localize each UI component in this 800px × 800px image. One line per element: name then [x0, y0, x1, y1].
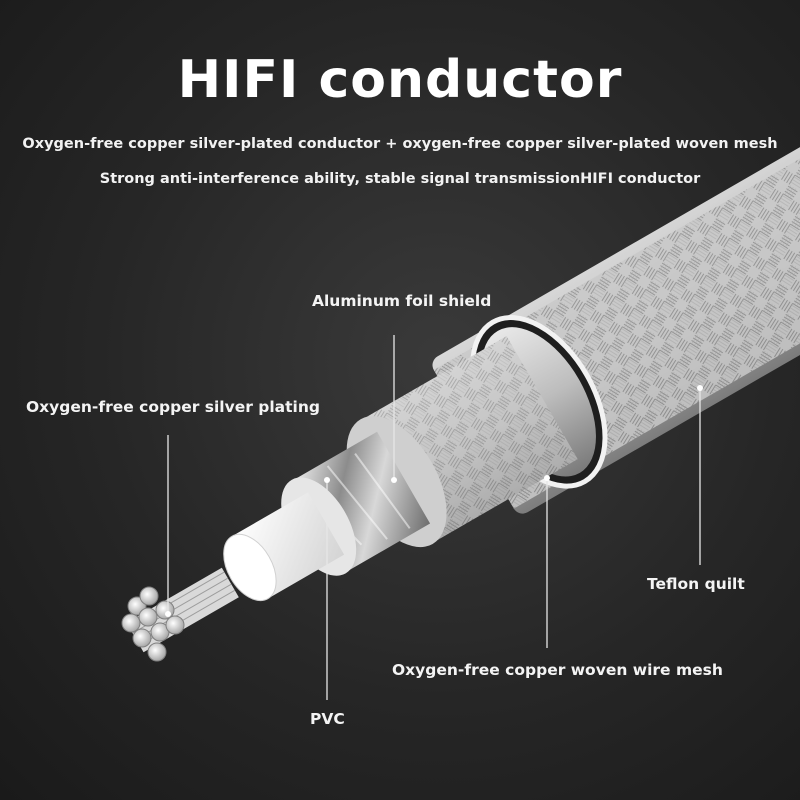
page-title: HIFI conductor	[177, 50, 623, 110]
subtitle-line-1: Oxygen-free copper silver-plated conduct…	[22, 136, 778, 152]
silver-plated-strands	[121, 567, 239, 662]
label-pvc: PVC	[310, 710, 345, 728]
label-teflon-quilt: Teflon quilt	[647, 575, 745, 593]
label-aluminum-foil-shield: Aluminum foil shield	[312, 292, 492, 310]
label-oxygen-free-copper-silver-plating: Oxygen-free copper silver plating	[26, 398, 320, 416]
label-oxygen-free-copper-woven-wire-mesh: Oxygen-free copper woven wire mesh	[392, 661, 723, 679]
pvc-insulation	[223, 492, 345, 602]
subtitle-line-2: Strong anti-interference ability, stable…	[99, 171, 701, 187]
leader-lines	[165, 335, 703, 700]
